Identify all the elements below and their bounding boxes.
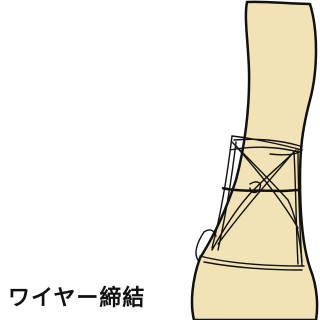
caption-label: ワイヤー締結	[8, 288, 145, 310]
